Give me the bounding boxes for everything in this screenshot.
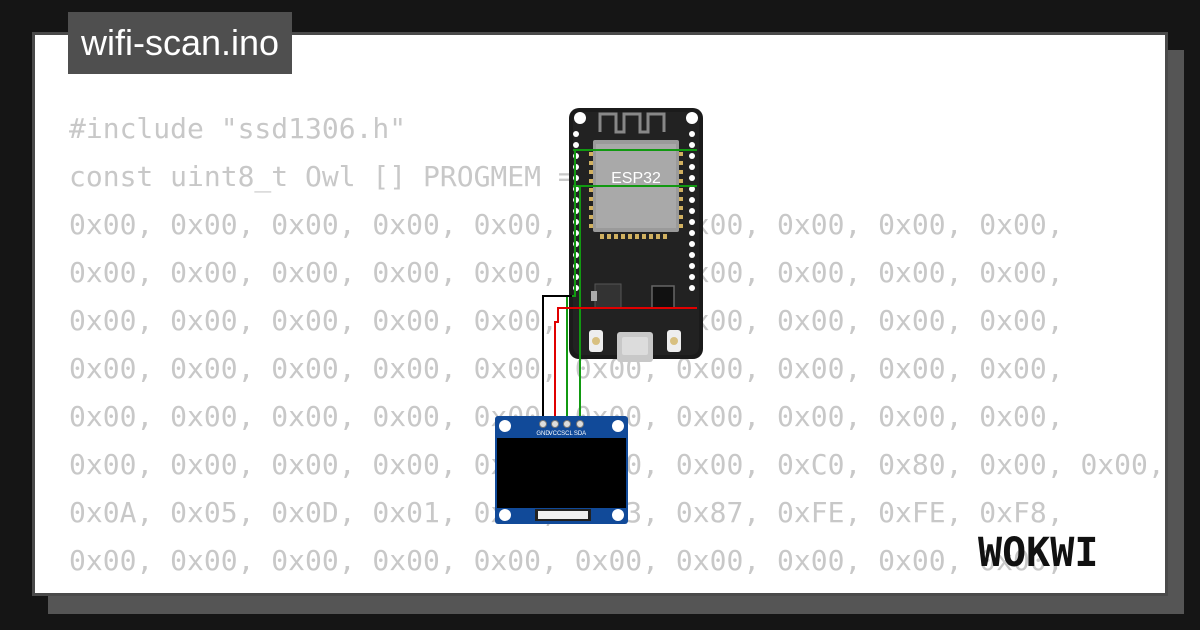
code-line: 0x00, 0x00, 0x00, 0x00, 0x00, 0x00, 0x00… [69,400,1064,433]
header-pin[interactable] [689,164,695,170]
oled-pin-label: SCL [561,431,573,437]
header-pin[interactable] [689,208,695,214]
wokwi-logo: WOKWI [978,530,1098,576]
code-line: const uint8_t Owl [] PROGMEM = { [69,160,609,193]
oled-pin-label: SDA [574,431,586,437]
oled-pin-label: GND [536,431,550,437]
header-pin[interactable] [689,230,695,236]
header-pin[interactable] [689,153,695,159]
header-pin[interactable] [573,131,579,137]
mounting-hole [612,420,624,432]
mounting-hole [574,112,586,124]
mounting-hole [686,112,698,124]
code-line: 0x00, 0x00, 0x00, 0x00, 0x00, 0x00, 0x00… [69,544,1064,577]
oled-pin-scl[interactable] [563,420,571,428]
wire-vcc[interactable] [554,307,697,420]
mounting-hole [499,420,511,432]
code-line: 0x0A, 0x05, 0x0D, 0x01, 0x01, 0x03, 0x87… [69,496,1064,529]
mounting-hole [499,509,511,521]
oled-screen [497,438,626,508]
chip-label: ESP32 [611,170,661,187]
oled-pin-label: VCC [549,431,562,437]
module-pins [589,152,683,239]
logo-text: WOKWI [978,530,1098,576]
header-pin[interactable] [689,142,695,148]
oled-pin-sda[interactable] [576,420,584,428]
wire-gnd[interactable] [542,295,572,420]
header-pin[interactable] [689,241,695,247]
header-pin[interactable] [689,285,695,291]
usb-uart-chip [651,285,675,309]
header-pin[interactable] [689,175,695,181]
header-pin[interactable] [573,142,579,148]
file-title: wifi-scan.ino [68,12,293,74]
header-pin[interactable] [689,131,695,137]
header-pin[interactable] [689,274,695,280]
code-line: #include "ssd1306.h" [69,112,407,145]
header-pin[interactable] [689,197,695,203]
oled-display[interactable]: GND VCC SCL SDA [495,416,628,524]
oled-pin-gnd[interactable] [539,420,547,428]
mounting-hole [612,509,624,521]
header-pin[interactable] [689,252,695,258]
header-pin[interactable] [689,263,695,269]
header-pin[interactable] [689,186,695,192]
oled-pin-vcc[interactable] [551,420,559,428]
esp32-board[interactable]: ESP32 [569,108,703,362]
antenna-icon [598,112,666,134]
header-pin[interactable] [689,219,695,225]
wires [542,149,697,420]
